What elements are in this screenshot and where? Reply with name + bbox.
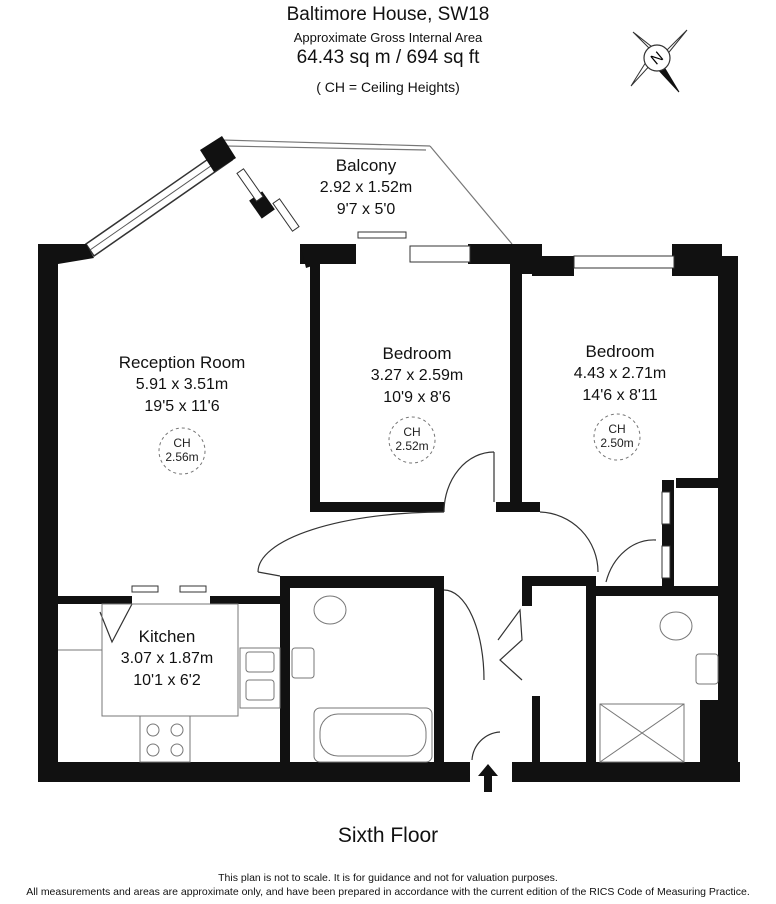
exterior-walls [38, 244, 740, 782]
bathroom-fittings [291, 595, 719, 763]
bedroom1-ch-value: 2.52m [395, 439, 429, 453]
bedroom2-imperial: 14'6 x 8'11 [582, 387, 658, 404]
reception-ch-label: CH [173, 436, 191, 450]
bedroom2-ch-value: 2.50m [600, 436, 634, 450]
sliding-doors [131, 231, 671, 593]
bedroom2-metric: 4.43 x 2.71m [573, 365, 667, 382]
compass-rose-icon: N [630, 29, 688, 93]
kitchen-imperial: 10'1 x 6'2 [133, 672, 201, 689]
bedroom2-ch-label: CH [608, 422, 626, 436]
bedroom1-ch: CH 2.52m [395, 425, 428, 453]
bedroom1-ch-label: CH [403, 425, 421, 439]
disclaimer-line-1: This plan is not to scale. It is for gui… [218, 872, 558, 884]
bay-window [84, 136, 300, 258]
kitchen-metric: 3.07 x 1.87m [120, 650, 214, 667]
bedroom2-label: Bedroom 4.43 x 2.71m 14'6 x 8'11 [574, 340, 667, 407]
bedroom1-ch-circle [388, 416, 436, 464]
balcony-outline [221, 139, 513, 245]
interior-walls [58, 262, 720, 766]
reception-metric: 5.91 x 3.51m [135, 376, 229, 393]
bedroom2-ch: CH 2.50m [600, 422, 633, 450]
disclaimer-line-2: All measurements and areas are approxima… [26, 886, 750, 898]
balcony-metric: 2.92 x 1.52m [319, 179, 413, 196]
reception-ch-circle [158, 427, 206, 475]
bedroom1-label: Bedroom 3.27 x 2.59m 10'9 x 8'6 [371, 342, 464, 409]
door-swings [99, 451, 657, 761]
kitchen-name: Kitchen [138, 627, 196, 646]
kitchen-fittings [58, 603, 281, 763]
reception-ch: CH 2.56m [165, 436, 198, 464]
balcony-label: Balcony 2.92 x 1.52m 9'7 x 5'0 [320, 154, 413, 221]
gross-area: 64.43 sq m / 694 sq ft [296, 47, 480, 68]
bedroom1-imperial: 10'9 x 8'6 [383, 389, 451, 406]
floor-label: Sixth Floor [337, 824, 439, 847]
bedroom1-metric: 3.27 x 2.59m [370, 367, 464, 384]
bedroom2-name: Bedroom [585, 342, 655, 361]
area-subtitle: Approximate Gross Internal Area [293, 30, 483, 45]
ceiling-height-note: ( CH = Ceiling Heights) [316, 79, 460, 95]
plan-title: Baltimore House, SW18 [286, 4, 490, 25]
reception-imperial: 19'5 x 11'6 [144, 398, 220, 415]
reception-name: Reception Room [118, 353, 246, 372]
reception-ch-value: 2.56m [165, 450, 199, 464]
reception-room-label: Reception Room 5.91 x 3.51m 19'5 x 11'6 [119, 351, 246, 418]
bedroom2-ch-circle [593, 413, 641, 461]
balcony-name: Balcony [335, 156, 397, 175]
bedroom1-name: Bedroom [382, 344, 452, 363]
balcony-imperial: 9'7 x 5'0 [336, 201, 396, 218]
kitchen-label: Kitchen 3.07 x 1.87m 10'1 x 6'2 [121, 625, 214, 692]
entrance-arrow-icon [478, 764, 498, 792]
